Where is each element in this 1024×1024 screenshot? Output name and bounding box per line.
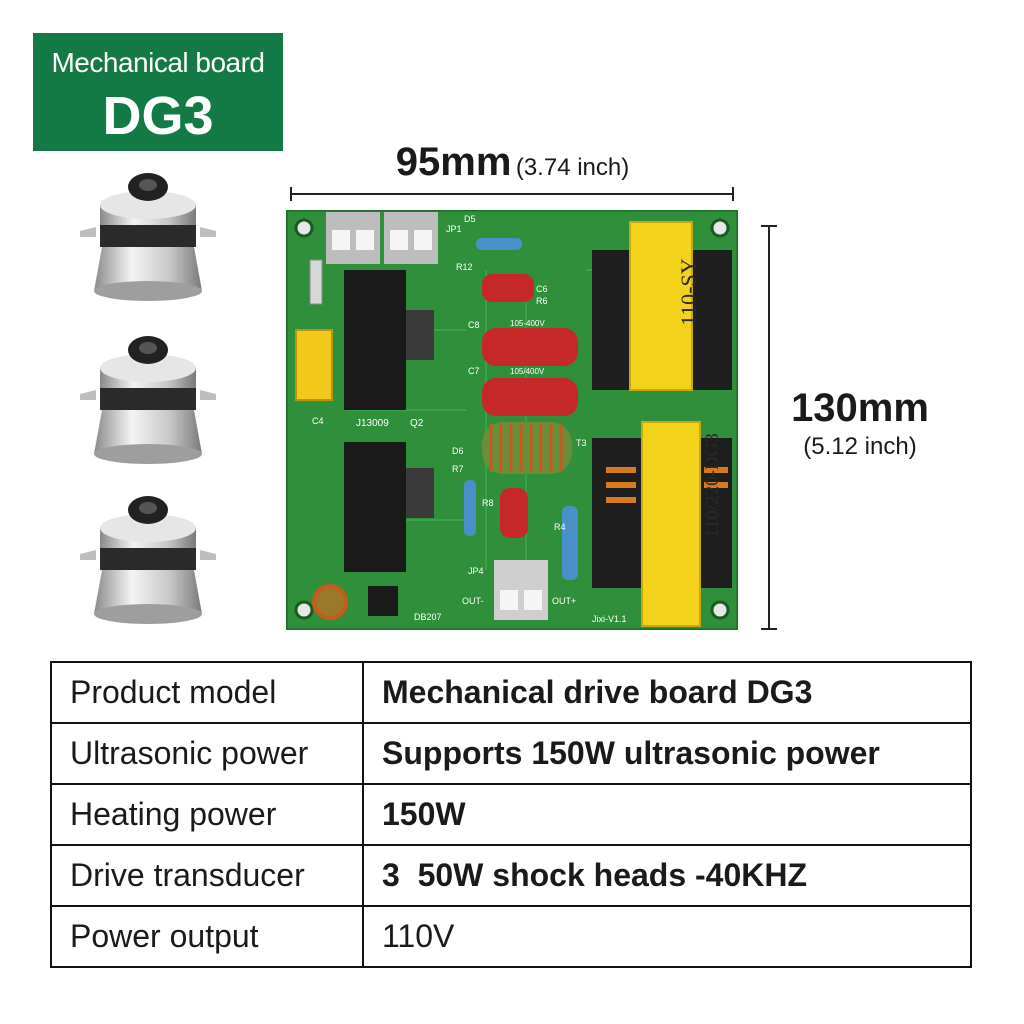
circuit-board-image: 110-SY 110/220-DG3 JP1 D5 R12 C6 R6 C8 1… [286,210,738,630]
spec-value: 3 50W shock heads -40KHZ [362,844,972,907]
label-jp1: JP1 [446,224,462,234]
table-row: Heating power 150W [50,783,972,846]
label-c7: C7 [468,366,480,376]
label-r4: R4 [554,522,566,532]
table-row: Power output 110V [50,905,972,968]
label-d5: D5 [464,214,476,224]
label-out-plus: OUT+ [552,596,576,606]
transformer-top-label: 110-SY [676,258,701,326]
label-c4: C4 [312,416,324,426]
spec-label: Ultrasonic power [50,722,364,785]
height-dimension-line [768,226,770,629]
spec-value: Supports 150W ultrasonic power [362,722,972,785]
width-dimension: 95mm (3.74 inch) [290,140,735,185]
spec-label: Drive transducer [50,844,364,907]
spec-value: 110V [362,905,972,968]
spec-label: Product model [50,661,364,724]
label-r12: R12 [456,262,473,272]
label-cap-top: 105-400V [510,319,545,328]
height-tick-top [761,225,777,227]
label-q2: Q2 [410,418,424,429]
spec-value: Mechanical drive board DG3 [362,661,972,724]
width-dimension-line [291,193,733,195]
spec-label: Power output [50,905,364,968]
label-r6: R6 [536,296,548,306]
width-tick-right [732,187,734,201]
label-db: DB207 [414,612,442,622]
table-row: Product model Mechanical drive board DG3 [50,661,972,724]
table-row: Drive transducer 3 50W shock heads -40KH… [50,844,972,907]
label-c8: C8 [468,320,480,330]
width-tick-left [290,187,292,201]
label-r8: R8 [482,498,494,508]
height-tick-bottom [761,628,777,630]
width-inch: (3.74 inch) [515,154,630,181]
table-row: Ultrasonic power Supports 150W ultrasoni… [50,722,972,785]
product-badge: Mechanical board DG3 [33,33,283,151]
spec-table: Product model Mechanical drive board DG3… [50,661,972,968]
label-r7: R7 [452,464,464,474]
height-mm: 130mm [791,386,929,430]
transformer-bottom-label: 110/220-DG3 [702,433,723,538]
badge-line-1: Mechanical board [51,47,265,78]
label-jp4: JP4 [468,566,484,576]
label-cap-mid: 105/400V [510,367,545,376]
height-dimension: 130mm (5.12 inch) [780,386,940,461]
transducer-icon [80,496,216,624]
label-out-minus: OUT- [462,596,484,606]
spec-label: Heating power [50,783,364,846]
label-version: Jixi-V1.1 [592,614,627,624]
label-t3: T3 [576,438,587,448]
label-part-j: J13009 [356,418,389,429]
label-c6: C6 [536,284,548,294]
transducer-icon [80,336,216,464]
label-d6: D6 [452,446,464,456]
width-mm: 95mm [395,140,512,184]
spec-value: 150W [362,783,972,846]
badge-line-2: DG3 [102,86,214,146]
transducer-icon [80,173,216,301]
height-inch: (5.12 inch) [803,433,917,460]
